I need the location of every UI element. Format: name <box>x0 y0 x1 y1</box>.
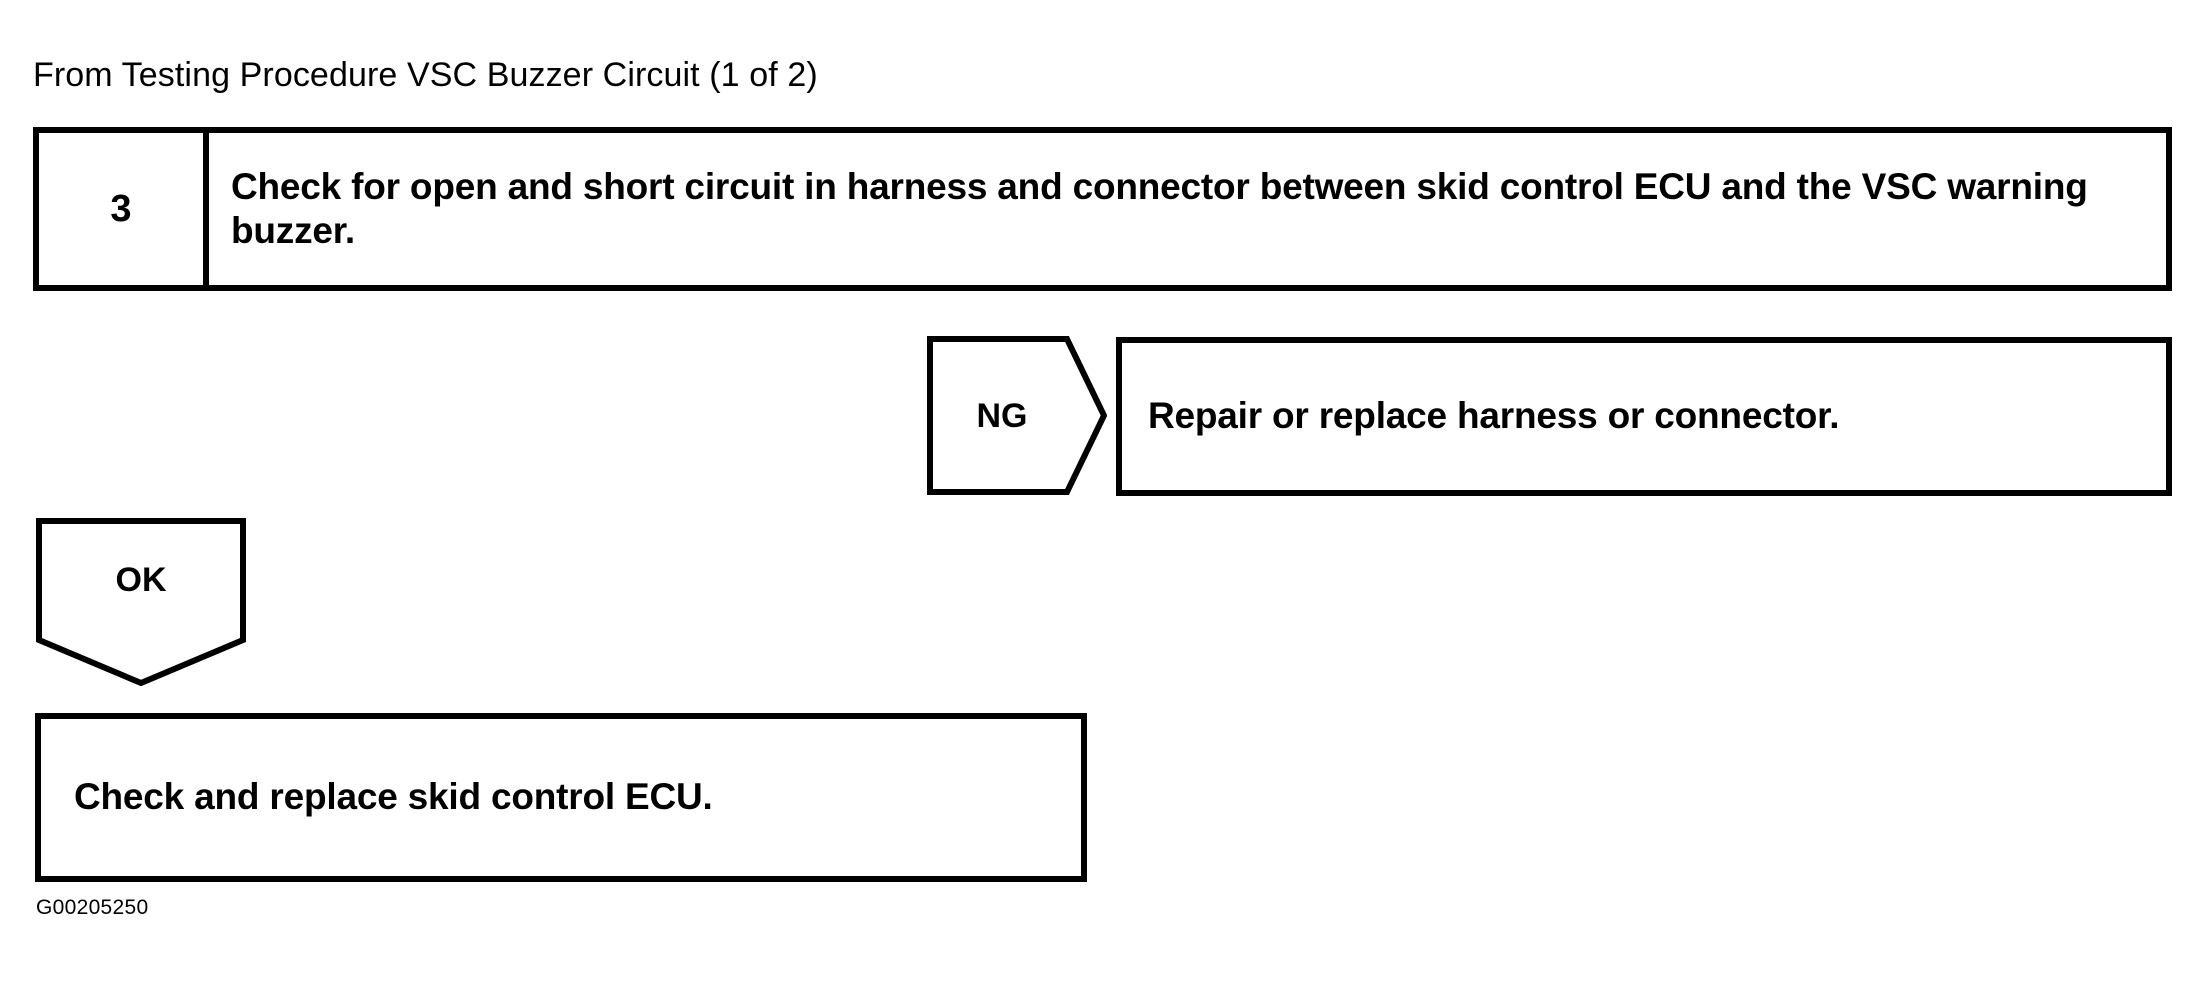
ok-result-box: Check and replace skid control ECU. <box>35 713 1087 882</box>
ok-branch-label: OK <box>115 561 167 599</box>
ng-branch-marker: NG <box>927 336 1107 495</box>
ng-result-box: Repair or replace harness or connector. <box>1116 337 2172 496</box>
continuation-reference-label: From Testing Procedure VSC Buzzer Circui… <box>33 56 818 94</box>
step-instruction-text: Check for open and short circuit in harn… <box>231 166 2088 251</box>
figure-code: G00205250 <box>36 896 149 919</box>
right-arrow-pentagon-icon <box>927 336 1107 495</box>
step-number: 3 <box>110 188 132 230</box>
ok-branch-marker: OK <box>36 518 246 686</box>
ng-result-text: Repair or replace harness or connector. <box>1148 395 1840 437</box>
step-number-cell: 3 <box>39 133 209 285</box>
step-row: 3 Check for open and short circuit in ha… <box>33 127 2172 291</box>
down-arrow-pentagon-icon <box>36 518 246 686</box>
step-instruction-cell: Check for open and short circuit in harn… <box>209 133 2166 285</box>
ok-result-text: Check and replace skid control ECU. <box>74 776 713 818</box>
ng-branch-label: NG <box>976 396 1028 435</box>
